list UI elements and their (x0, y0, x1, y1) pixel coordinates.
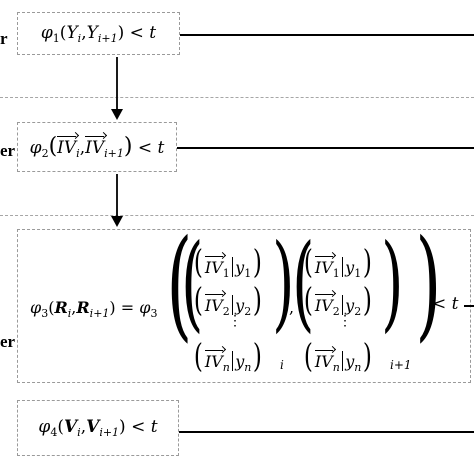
layer-label-1: r (0, 29, 8, 48)
outer-right-paren: ) (415, 215, 442, 354)
layer-label-3: er (0, 332, 16, 351)
matrix-right-vdots: ⋮ (338, 313, 352, 329)
connector-line-3 (464, 305, 474, 307)
layer-separator-1 (0, 97, 474, 98)
connector-line-4 (179, 431, 474, 433)
formula-1: φ1(Yi,Yi+1) < t (40, 22, 157, 45)
matrix-left-subscript: i (280, 358, 284, 372)
formula-2: φ2(IVi,IVi+1) < t (29, 134, 165, 160)
formula-3-lhs: φ3(Ri,Ri+1) = φ3 (30, 298, 158, 320)
connector-line-2 (177, 147, 474, 149)
formula-box-2: φ2(IVi,IVi+1) < t (17, 122, 177, 172)
arrow-down-icon (111, 174, 123, 227)
matrix-right-open-paren: ( (292, 221, 315, 343)
matrix-separator-comma: , (289, 298, 295, 317)
matrix-right-close-paren: ) (381, 221, 404, 343)
formula-3-tail: < t (432, 294, 459, 314)
matrix-right-subscript: i+1 (390, 358, 412, 372)
connector-line-1 (180, 34, 474, 36)
matrix-left-open-paren: ( (181, 221, 204, 343)
layer-label-2: er (0, 141, 16, 160)
arrow-down-icon (111, 57, 123, 120)
outer-left-paren: ( (166, 215, 193, 354)
formula-box-4: φ4(Vi,Vi+1) < t (17, 400, 179, 456)
matrix-left-close-paren: ) (272, 221, 295, 343)
matrix-left-vdots: ⋮ (228, 313, 242, 329)
formula-box-1: φ1(Yi,Yi+1) < t (17, 12, 180, 55)
layer-separator-2 (0, 215, 474, 216)
formula-4: φ4(Vi,Vi+1) < t (38, 417, 158, 439)
